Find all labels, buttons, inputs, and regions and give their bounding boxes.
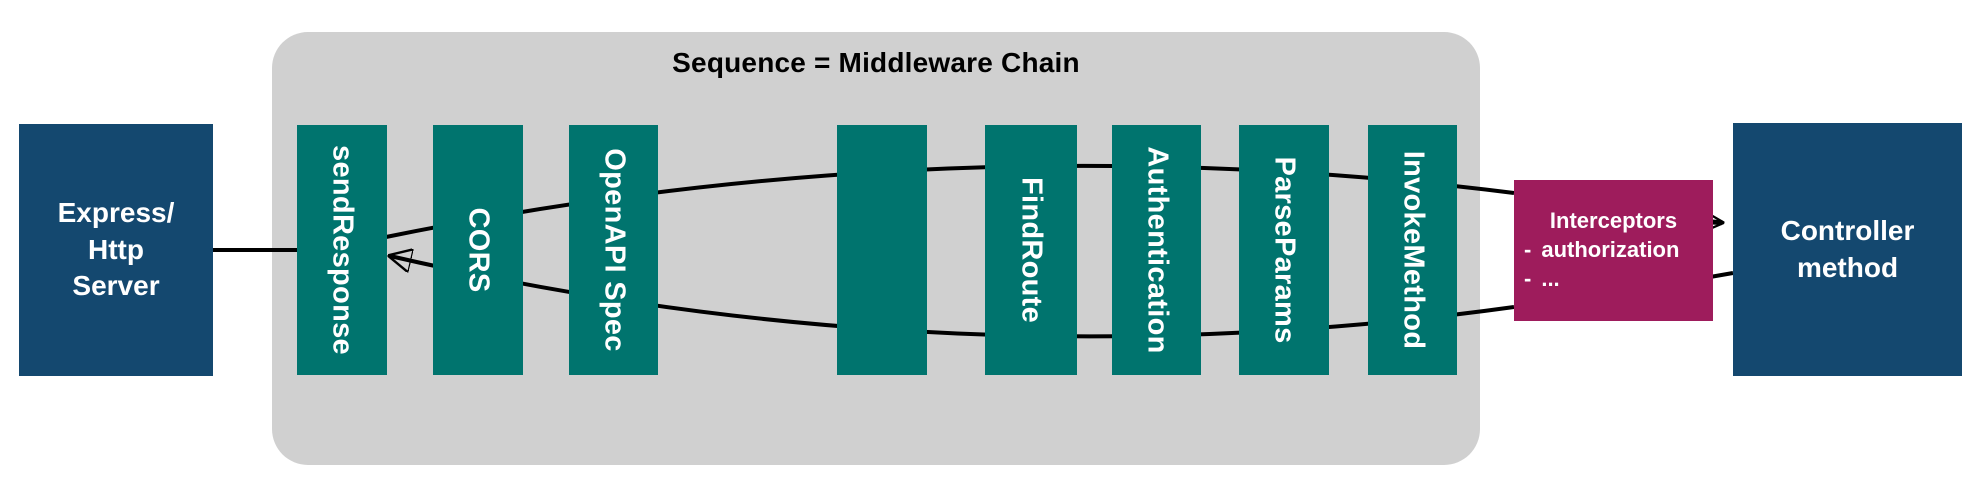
middleware-box-authentication: Authentication bbox=[1112, 125, 1201, 375]
middleware-label: InvokeMethod bbox=[1397, 150, 1429, 350]
middleware-label: sendResponse bbox=[326, 145, 359, 355]
interceptors-to-controller-arrow bbox=[1712, 222, 1722, 223]
middleware-box-sendresponse: sendResponse bbox=[297, 125, 387, 375]
node-express-http-server: Express/ Http Server bbox=[19, 124, 213, 376]
request-path bbox=[385, 163, 1515, 239]
bullet-dash: - bbox=[1524, 236, 1532, 262]
bullet-dash: - bbox=[1524, 266, 1532, 292]
middleware-label: CORS bbox=[462, 207, 495, 293]
interceptors-item-label: ... bbox=[1541, 266, 1560, 292]
interceptors-heading: Interceptors bbox=[1549, 208, 1678, 234]
middleware-label: ParseParams bbox=[1268, 156, 1301, 344]
middleware-box-parseparams: ParseParams bbox=[1239, 125, 1329, 375]
controller-node-label: Controller method bbox=[1780, 215, 1915, 283]
response-path bbox=[390, 256, 1515, 339]
middleware-box-cors: CORS bbox=[433, 125, 523, 375]
middleware-label: Authentication bbox=[1141, 146, 1173, 354]
middleware-label: OpenAPI Spec bbox=[598, 148, 630, 352]
express-node-label: Express/ Http Server bbox=[57, 197, 175, 302]
middleware-box-unnamed bbox=[837, 125, 927, 375]
interceptors-item-authorization: - authorization bbox=[1522, 235, 1705, 265]
chain-title: Sequence = Middleware Chain bbox=[672, 47, 1080, 78]
middleware-label: FindRoute bbox=[1015, 176, 1048, 324]
node-controller-method: Controller method bbox=[1733, 123, 1962, 376]
middleware-box-findroute: FindRoute bbox=[985, 125, 1077, 375]
controller-to-interceptors-link bbox=[1709, 271, 1734, 279]
middleware-box-openapi-spec: OpenAPI Spec bbox=[569, 125, 658, 375]
interceptors-item-ellipsis: - ... bbox=[1522, 264, 1705, 294]
middleware-box-invokemethod: InvokeMethod bbox=[1368, 125, 1457, 375]
node-interceptors: Interceptors - authorization - ... bbox=[1514, 180, 1713, 321]
interceptors-item-label: authorization bbox=[1541, 236, 1680, 262]
